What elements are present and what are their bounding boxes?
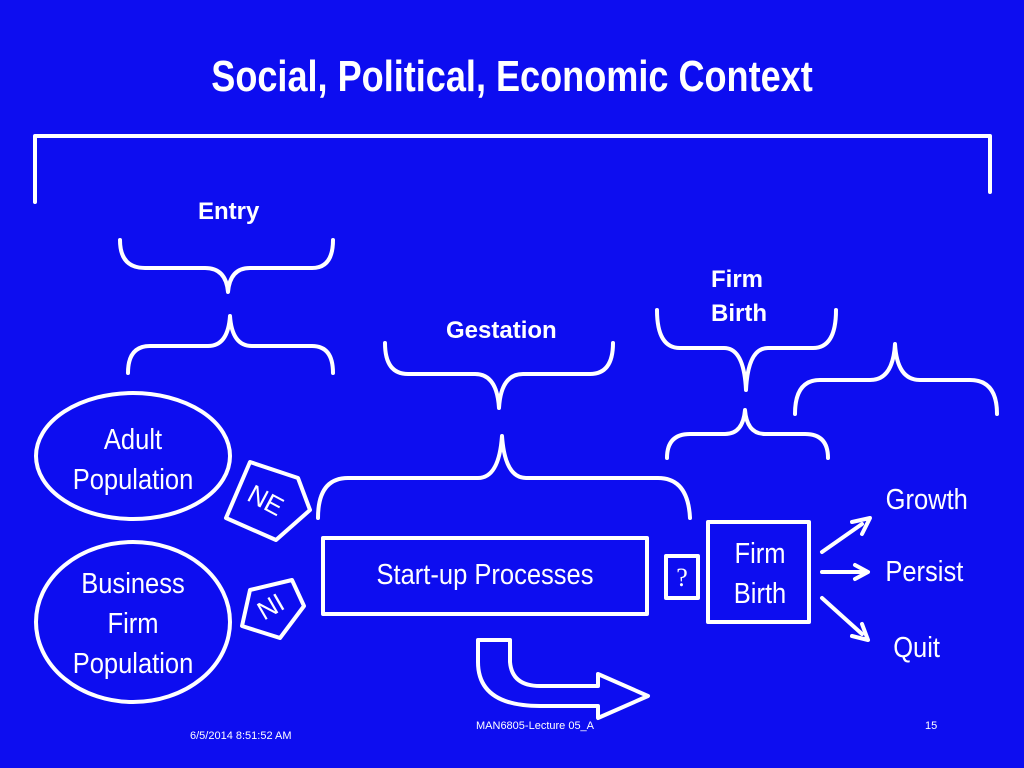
gestation-label: Gestation (446, 317, 557, 344)
adult-population-ellipse (34, 391, 232, 521)
business-firm-population-ellipse (34, 540, 232, 704)
firm-birth-line1: Firm (734, 538, 786, 570)
entry-label: Entry (198, 198, 260, 225)
outcome-brace (793, 342, 999, 416)
business-firm-population-line2: Firm (107, 608, 159, 640)
bent-block-arrow (476, 638, 650, 720)
firm-birth-label-line1: Firm (711, 266, 764, 293)
question-mark: ? (676, 563, 688, 592)
firmbirth-brace-bottom (665, 408, 830, 460)
footer-course: MAN6805-Lecture 05_A (476, 720, 595, 732)
business-firm-population-line1: Business (81, 568, 185, 600)
gestation-brace-bottom (316, 434, 692, 520)
arrow-growth-line (820, 522, 864, 554)
entry-brace-bottom (126, 314, 335, 375)
question-box (664, 554, 700, 600)
entry-brace-top (118, 238, 335, 294)
firm-birth-label-line2: Birth (711, 300, 767, 327)
quit-label: Quit (893, 632, 940, 664)
arrow-quit-head (850, 622, 870, 642)
adult-population-line2: Population (72, 464, 194, 496)
arrow-quit-line (820, 596, 864, 636)
business-firm-population-text: Business Firm Population (67, 564, 199, 684)
arrow-growth-head (850, 516, 872, 536)
business-firm-population-line3: Population (72, 648, 194, 680)
adult-population-text: Adult Population (67, 420, 199, 500)
gestation-brace-top (383, 341, 615, 410)
slide-title: Social, Political, Economic Context (211, 52, 813, 101)
growth-label: Growth (885, 484, 968, 516)
adult-population-line1: Adult (103, 424, 163, 456)
arrow-persist-head (853, 563, 870, 581)
ni-pentagon (240, 578, 306, 640)
context-bracket (33, 134, 992, 204)
startup-processes-text: Start-up Processes (376, 559, 594, 591)
firm-birth-box (706, 520, 811, 624)
ne-pentagon (224, 460, 312, 542)
firm-birth-line2: Birth (733, 578, 787, 610)
persist-label: Persist (885, 556, 964, 588)
firmbirth-brace-top (655, 308, 838, 392)
footer-date: 6/5/2014 8:51:52 AM (190, 730, 292, 742)
footer-page: 15 (925, 720, 938, 732)
firm-birth-text: Firm Birth (714, 534, 806, 614)
startup-processes-box (321, 536, 649, 616)
